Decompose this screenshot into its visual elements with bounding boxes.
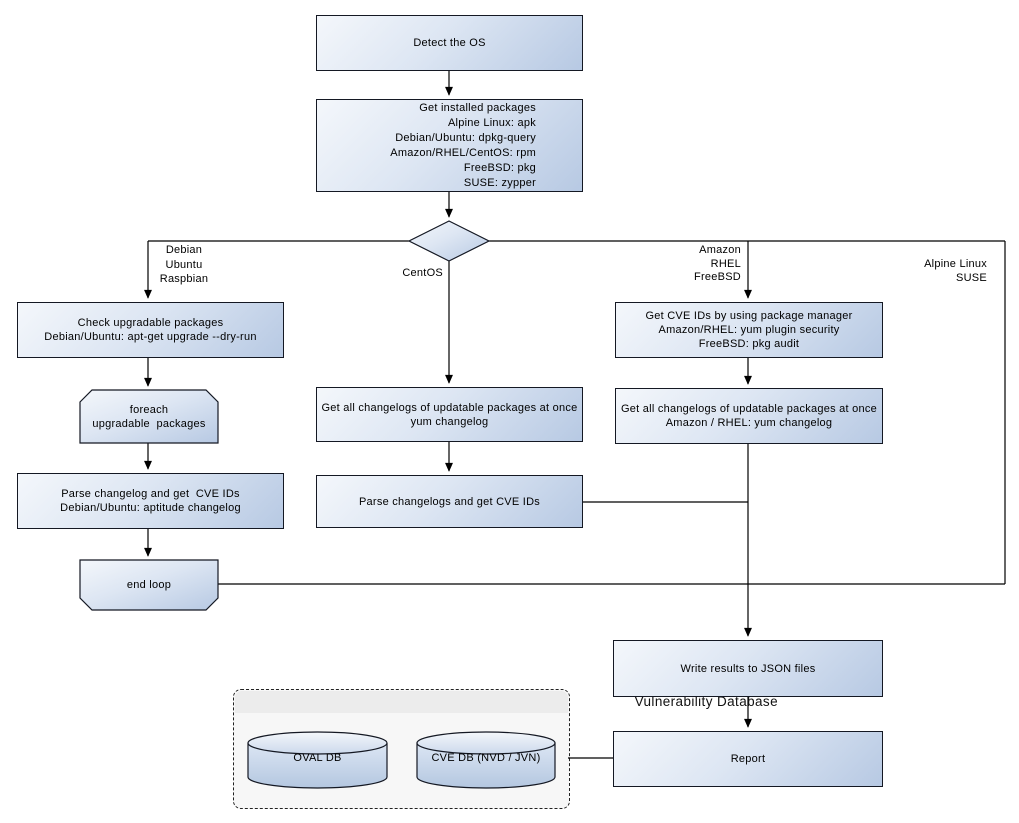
oval-db-cylinder-icon <box>247 743 388 789</box>
node-line: Debian/Ubuntu: dpkg-query <box>395 131 536 144</box>
node-line: Get CVE IDs by using package manager <box>645 310 853 322</box>
os-decision-diamond <box>407 220 491 262</box>
node-line: Debian/Ubuntu: apt-get upgrade --dry-run <box>44 331 257 343</box>
edge-label-line: CentOS <box>402 267 443 279</box>
edge-label-line: Debian <box>165 244 203 256</box>
edge-label-line: Raspbian <box>159 273 209 285</box>
foreach-loop-shape <box>79 389 219 444</box>
edge-label-line: SUSE <box>956 272 987 284</box>
vulnerability-database-header <box>235 691 568 713</box>
node-line: end loop <box>126 579 172 591</box>
node-line: Check upgradable packages <box>77 317 224 329</box>
cve-db-cylinder-icon <box>416 743 556 789</box>
node-line: Amazon / RHEL: yum changelog <box>665 417 833 429</box>
node-line: Amazon/RHEL/CentOS: rpm <box>390 146 536 159</box>
edge-label-line: Alpine Linux <box>924 258 987 270</box>
node-line: Alpine Linux: apk <box>447 116 536 129</box>
oval-db-cylinder-top-icon <box>247 731 388 755</box>
cve-db-cylinder-top-icon <box>416 731 556 755</box>
node-report: Report <box>613 731 883 787</box>
node-get-installed-packages: Get installed packages Alpine Linux: apk… <box>316 99 583 192</box>
node-line: Report <box>730 753 766 765</box>
edge-label-centos-branch: CentOS <box>379 267 443 281</box>
end-loop-shape <box>79 559 219 611</box>
node-line: foreach <box>129 403 169 416</box>
node-line: Amazon/RHEL: yum plugin security <box>658 324 840 336</box>
node-line: Get all changelogs of updatable packages… <box>321 401 578 414</box>
node-line: yum changelog <box>410 415 489 428</box>
edge-label-alpine-branch: Alpine Linux SUSE <box>887 257 987 285</box>
node-line: FreeBSD: pkg audit <box>698 338 800 350</box>
node-parse-changelogs-centos: Parse changelogs and get CVE IDs <box>316 475 583 528</box>
edge-label-line: Amazon <box>699 244 741 256</box>
node-end-loop: end loop <box>80 560 218 610</box>
node-line: FreeBSD: pkg <box>463 161 536 174</box>
oval-db-label: OVAL DB <box>293 752 342 764</box>
node-check-upgradable: Check upgradable packages Debian/Ubuntu:… <box>17 302 284 358</box>
edge-label-amazon-branch: Amazon RHEL FreeBSD <box>655 244 741 285</box>
connectors <box>144 71 1006 759</box>
node-line: Parse changelog and get CVE IDs <box>61 488 240 500</box>
vulnerability-database-title: Vulnerability Database <box>634 694 778 709</box>
node-get-changelogs-amazon: Get all changelogs of updatable packages… <box>615 388 883 444</box>
node-parse-changelog-deb: Parse changelog and get CVE IDs Debian/U… <box>17 473 284 529</box>
edge-label-line: FreeBSD <box>694 271 741 283</box>
node-line: Write results to JSON files <box>680 662 816 675</box>
node-get-cve-ids-pkg-mgr: Get CVE IDs by using package manager Ama… <box>615 302 883 358</box>
edge-label-line: Ubuntu <box>165 258 203 271</box>
node-write-results: Write results to JSON files <box>613 640 883 697</box>
node-foreach-loop: foreach upgradable packages <box>80 390 218 443</box>
node-line: Detect the OS <box>413 37 486 49</box>
node-get-changelogs-centos: Get all changelogs of updatable packages… <box>316 387 583 442</box>
node-line: upgradable packages <box>92 417 206 430</box>
node-line: Get installed packages <box>419 101 536 114</box>
node-detect-os: Detect the OS <box>316 15 583 71</box>
node-line: SUSE: zypper <box>463 176 536 189</box>
cve-db-label: CVE DB (NVD / JVN) <box>431 752 541 764</box>
edge-label-line: RHEL <box>710 257 741 270</box>
node-line: Parse changelogs and get CVE IDs <box>358 495 541 508</box>
edge-label-debian-branch: Debian Ubuntu Raspbian <box>148 243 220 287</box>
node-line: Get all changelogs of updatable packages… <box>620 403 877 415</box>
node-line: Debian/Ubuntu: aptitude changelog <box>60 502 241 514</box>
